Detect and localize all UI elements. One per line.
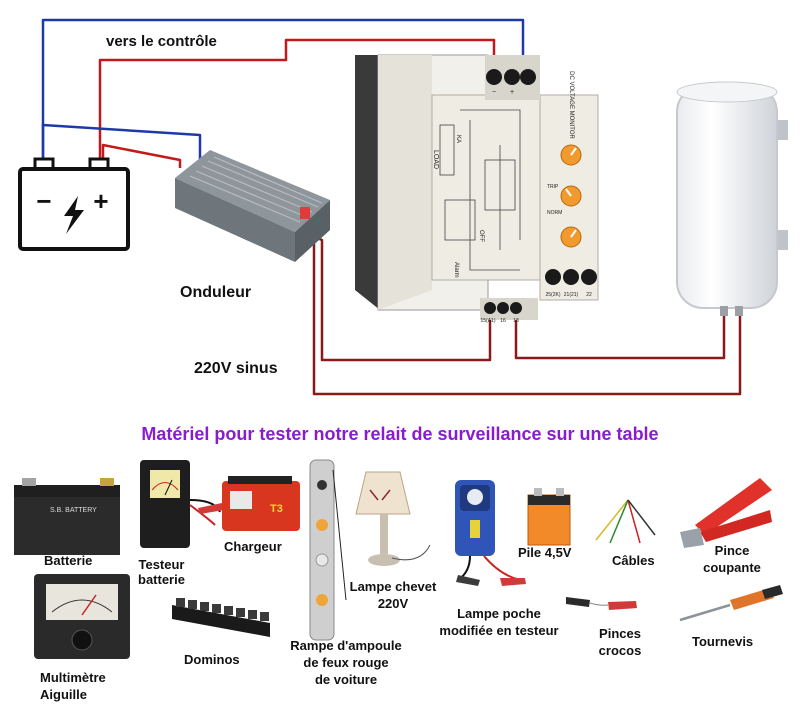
material-charger: T3 — [222, 476, 300, 531]
label-inverter: Onduleur — [180, 284, 252, 301]
relay-ka-label: KA — [455, 135, 461, 143]
material-bedside-lamp — [355, 471, 431, 566]
material-lamp-rail — [309, 459, 347, 641]
relay-knob-middle — [560, 185, 582, 207]
battery-brand: S.B. BATTERY — [50, 507, 97, 514]
material-multimeter — [34, 574, 130, 659]
material-pocket-lamp — [455, 480, 526, 586]
relay-off-label: OFF — [478, 230, 484, 242]
label-pile: Pile 4,5V — [518, 545, 572, 560]
wire-negative-inverter — [41, 123, 202, 165]
relay-trip-label: TRIP — [547, 184, 559, 190]
battery-symbol: − + — [18, 157, 130, 251]
label-cables: Câbles — [612, 553, 655, 568]
relay-term-16: 16 — [500, 318, 506, 324]
label-screwdriver: Tournevis — [692, 634, 754, 649]
water-heater — [676, 81, 788, 316]
label-charger: Chargeur — [224, 539, 282, 554]
relay-term-22: 22 — [586, 292, 592, 298]
wire-relay-to-heater — [514, 310, 726, 360]
relay-term-minus: − — [492, 89, 496, 96]
relay-norm-label: NORM — [547, 210, 562, 216]
relay-module: DC VOLTAGE MONITOR LOAD KA OFF Alarm TRI… — [355, 54, 599, 324]
inverter — [175, 150, 330, 262]
relay-term-25: 25(2K) — [545, 292, 560, 298]
material-cables — [595, 499, 656, 544]
wire-positive-control — [98, 38, 496, 165]
label-battery: Batterie — [44, 553, 93, 568]
relay-knob-bottom — [560, 226, 582, 248]
label-multimeter: Multimètre Aiguille — [40, 670, 106, 702]
lightning-icon — [64, 196, 84, 234]
inverter-switch-icon — [300, 207, 310, 219]
label-bedside-lamp: Lampe chevet 220V — [349, 579, 437, 611]
label-control: vers le contrôle — [106, 33, 217, 50]
label-battery-tester: Testeur batterie — [138, 557, 185, 587]
label-cutter: Pince coupante — [703, 543, 761, 575]
wire-positive-inverter — [101, 143, 182, 168]
relay-load-label: LOAD — [432, 150, 439, 169]
wire-negative-control — [41, 18, 525, 165]
relay-alarm-label: Alarm — [453, 262, 459, 278]
material-pile — [527, 488, 571, 546]
relay-term-15: 15(A1) — [480, 318, 495, 324]
battery-plus-sign: + — [93, 186, 108, 216]
label-dominos: Dominos — [184, 652, 240, 667]
material-clips — [566, 597, 637, 610]
relay-term-21: 21(21) — [564, 292, 579, 298]
label-lamp-rail: Rampe d'ampoule de feux rouge de voiture — [290, 638, 402, 687]
relay-header-text: DC VOLTAGE MONITOR — [568, 71, 574, 139]
material-dominos — [172, 598, 270, 637]
page-title: Matériel pour tester notre relait de sur… — [141, 424, 659, 444]
relay-term-plus: + — [510, 89, 514, 96]
material-cutter — [680, 478, 772, 548]
label-sine: 220V sinus — [194, 360, 278, 377]
relay-knob-top — [560, 144, 582, 166]
label-pocket-lamp: Lampe poche modifiée en testeur — [439, 606, 559, 638]
material-battery: S.B. BATTERY — [14, 478, 120, 555]
material-screwdriver — [679, 585, 783, 622]
relay-term-18: 18 — [513, 318, 519, 324]
charger-brand: T3 — [270, 503, 283, 515]
label-clips: Pinces crocos — [598, 626, 642, 658]
battery-minus-sign: − — [36, 186, 51, 216]
